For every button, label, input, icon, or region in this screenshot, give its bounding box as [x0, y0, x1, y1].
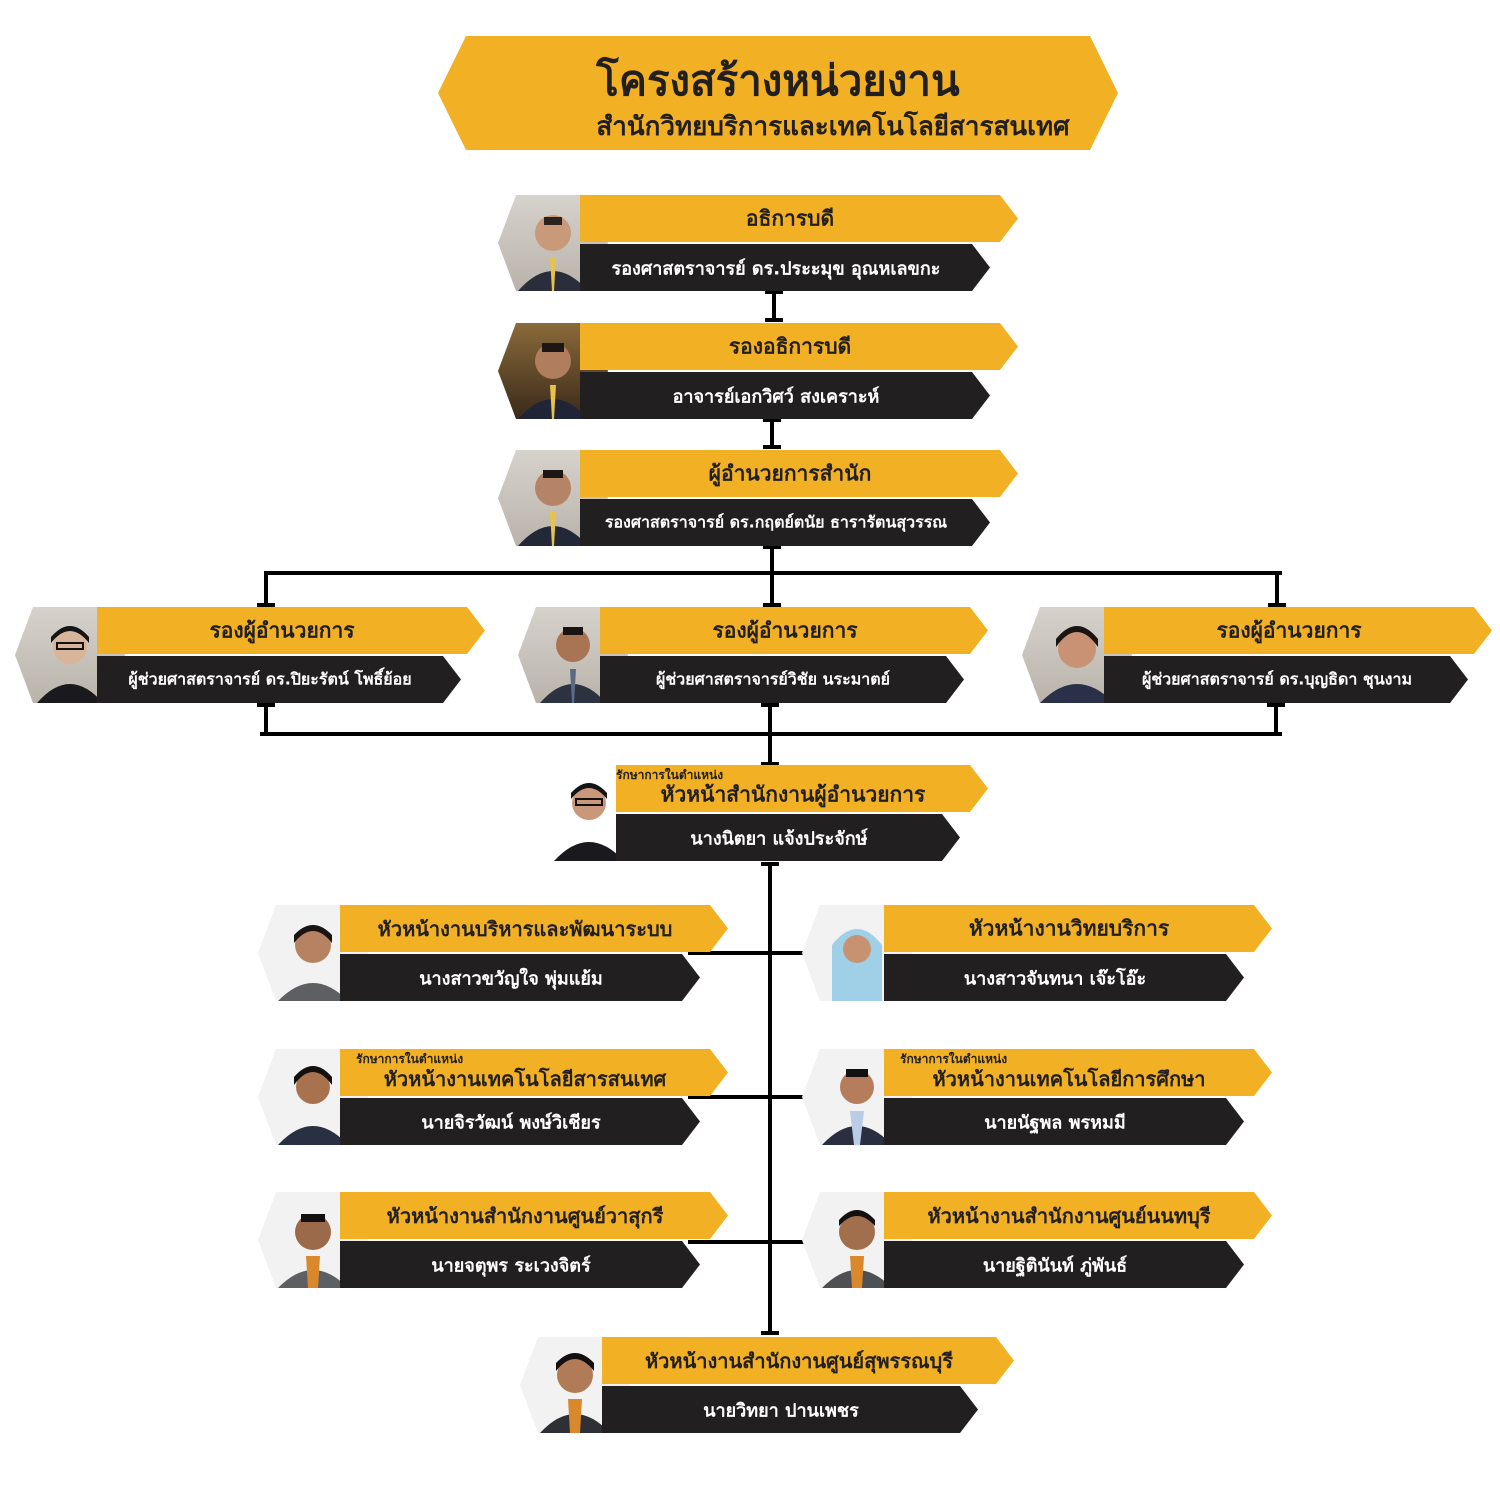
- card-admin-dev: หัวหน้างานบริหารและพัฒนาระบบ นางสาวขวัญใ…: [258, 905, 728, 1001]
- acting-label: รักษาการในตำแหน่ง: [900, 1052, 1008, 1066]
- person-name: นายจิรวัฒน์ พงษ์วิเชียร: [421, 1112, 601, 1133]
- page-title: โครงสร้างหน่วยงาน: [596, 56, 960, 105]
- person-name: นายนัฐพล พรหมมี: [984, 1112, 1126, 1133]
- role-banner: หัวหน้างานสำนักงานศูนย์สุพรรณบุรี: [602, 1337, 1014, 1384]
- role-title: รองผู้อำนวยการ: [712, 618, 858, 642]
- role-title: อธิการบดี: [745, 206, 835, 230]
- name-banner: นายวิทยา ปานเพชร: [602, 1386, 978, 1433]
- role-title: หัวหน้างานเทคโนโลยีการศึกษา: [932, 1067, 1206, 1091]
- role-banner: อธิการบดี: [580, 195, 1018, 242]
- role-banner: รองผู้อำนวยการ: [97, 607, 485, 654]
- card-edtech: รักษาการในตำแหน่ง หัวหน้างานเทคโนโลยีการ…: [802, 1049, 1272, 1145]
- portrait-photo: [534, 765, 644, 861]
- name-banner: ผู้ช่วยศาสตราจารย์ ดร.บุญธิดา ชุนงาม: [1104, 656, 1468, 703]
- role-title: หัวหน้างานสำนักงานศูนย์วาสุกรี: [386, 1203, 664, 1228]
- title-banner: โครงสร้างหน่วยงาน สำนักวิทยบริการและเทคโ…: [438, 36, 1118, 150]
- person-name: นายวิทยา ปานเพชร: [703, 1400, 859, 1421]
- card-it: รักษาการในตำแหน่ง หัวหน้างานเทคโนโลยีสาร…: [258, 1049, 728, 1145]
- card-deputy-center: รองผู้อำนวยการ ผู้ช่วยศาสตราจารย์วิชัย น…: [518, 607, 988, 703]
- card-suphanburi: หัวหน้างานสำนักงานศูนย์สุพรรณบุรี นายวิท…: [520, 1337, 1014, 1433]
- role-banner: รองผู้อำนวยการ: [1104, 607, 1492, 654]
- role-title: รองผู้อำนวยการ: [209, 618, 355, 642]
- card-vice-president: รองอธิการบดี อาจารย์เอกวิศว์ สงเคราะห์: [498, 323, 1018, 419]
- role-banner: หัวหน้างานสำนักงานศูนย์วาสุกรี: [340, 1192, 728, 1239]
- card-office-head: รักษาการในตำแหน่ง หัวหน้าสำนักงานผู้อำนว…: [534, 765, 994, 861]
- person-name: รองศาสตราจารย์ ดร.กฤตย์ตนัย ธารารัตนสุวร…: [604, 512, 948, 531]
- person-name: ผู้ช่วยศาสตราจารย์วิชัย นระมาตย์: [655, 669, 890, 688]
- role-title: หัวหน้างานบริหารและพัฒนาระบบ: [377, 916, 673, 941]
- role-banner: ผู้อำนวยการสำนัก: [580, 450, 1018, 497]
- name-banner: นางสาวขวัญใจ พุ่มแย้ม: [340, 954, 700, 1001]
- name-banner: นายจตุพร ระเวงจิตร์: [340, 1241, 700, 1288]
- role-title: หัวหน้างานสำนักงานศูนย์นนทบุรี: [927, 1203, 1211, 1228]
- role-banner: รองอธิการบดี: [580, 323, 1018, 370]
- card-president: อธิการบดี รองศาสตราจารย์ ดร.ประะมุข อุณห…: [498, 195, 1018, 291]
- role-title: หัวหน้างานวิทยบริการ: [968, 916, 1170, 940]
- name-banner: รองศาสตราจารย์ ดร.ประะมุข อุณหเลขกะ: [580, 244, 990, 291]
- card-deputy-left: รองผู้อำนวยการ ผู้ช่วยศาสตราจารย์ ดร.ปิย…: [15, 607, 485, 703]
- role-banner: รองผู้อำนวยการ: [600, 607, 988, 654]
- card-nonthaburi: หัวหน้างานสำนักงานศูนย์นนทบุรี นายฐิตินั…: [802, 1192, 1272, 1288]
- name-banner: นายฐิตินันท์ ภู่พันธ์: [884, 1241, 1244, 1288]
- name-banner: ผู้ช่วยศาสตราจารย์วิชัย นระมาตย์: [600, 656, 964, 703]
- person-name: ผู้ช่วยศาสตราจารย์ ดร.บุญธิดา ชุนงาม: [1141, 669, 1413, 688]
- card-director: ผู้อำนวยการสำนัก รองศาสตราจารย์ ดร.กฤตย์…: [498, 450, 1018, 546]
- person-name: นายจตุพร ระเวงจิตร์: [431, 1255, 591, 1276]
- name-banner: นางสาวจันทนา เจ๊ะโอ๊ะ: [884, 954, 1244, 1001]
- name-banner: อาจารย์เอกวิศว์ สงเคราะห์: [580, 372, 990, 419]
- role-title: หัวหน้างานสำนักงานศูนย์สุพรรณบุรี: [644, 1348, 953, 1373]
- role-title: หัวหน้างานเทคโนโลยีสารสนเทศ: [383, 1067, 667, 1091]
- role-banner: หัวหน้างานบริหารและพัฒนาระบบ: [340, 905, 728, 952]
- name-banner: ผู้ช่วยศาสตราจารย์ ดร.ปิยะรัตน์ โพธิ์ย้อ…: [97, 656, 461, 703]
- person-name: รองศาสตราจารย์ ดร.ประะมุข อุณหเลขกะ: [611, 258, 941, 279]
- role-title: รองอธิการบดี: [728, 334, 852, 358]
- person-name: ผู้ช่วยศาสตราจารย์ ดร.ปิยะรัตน์ โพธิ์ย้อ…: [128, 669, 412, 688]
- name-banner: นายนัฐพล พรหมมี: [884, 1098, 1244, 1145]
- acting-label: รักษาการในตำแหน่ง: [616, 768, 724, 782]
- portrait-photo: [802, 1192, 912, 1288]
- role-banner: รักษาการในตำแหน่ง หัวหน้างานเทคโนโลยีสาร…: [340, 1049, 728, 1096]
- person-name: นางสาวขวัญใจ พุ่มแย้ม: [419, 968, 603, 989]
- person-name: นางนิตยา แจ้งประจักษ์: [690, 828, 868, 849]
- card-deputy-right: รองผู้อำนวยการ ผู้ช่วยศาสตราจารย์ ดร.บุญ…: [1022, 607, 1492, 703]
- role-banner: รักษาการในตำแหน่ง หัวหน้าสำนักงานผู้อำนว…: [616, 765, 988, 812]
- role-title: หัวหน้าสำนักงานผู้อำนวยการ: [660, 782, 926, 807]
- role-title: รองผู้อำนวยการ: [1216, 618, 1362, 642]
- name-banner: นางนิตยา แจ้งประจักษ์: [616, 814, 960, 861]
- name-banner: นายจิรวัฒน์ พงษ์วิเชียร: [340, 1098, 700, 1145]
- card-academic-service: หัวหน้างานวิทยบริการ นางสาวจันทนา เจ๊ะโอ…: [802, 905, 1272, 1001]
- role-title: ผู้อำนวยการสำนัก: [708, 461, 872, 485]
- card-wasukri: หัวหน้างานสำนักงานศูนย์วาสุกรี นายจตุพร …: [258, 1192, 728, 1288]
- person-name: อาจารย์เอกวิศว์ สงเคราะห์: [672, 386, 880, 407]
- role-banner: หัวหน้างานสำนักงานศูนย์นนทบุรี: [884, 1192, 1272, 1239]
- person-name: นายฐิตินันท์ ภู่พันธ์: [982, 1255, 1128, 1276]
- page-subtitle: สำนักวิทยบริการและเทคโนโลยีสารสนเทศ: [596, 112, 1070, 142]
- role-banner: รักษาการในตำแหน่ง หัวหน้างานเทคโนโลยีการ…: [884, 1049, 1272, 1096]
- person-name: นางสาวจันทนา เจ๊ะโอ๊ะ: [963, 968, 1147, 989]
- role-banner: หัวหน้างานวิทยบริการ: [884, 905, 1272, 952]
- acting-label: รักษาการในตำแหน่ง: [356, 1052, 464, 1066]
- name-banner: รองศาสตราจารย์ ดร.กฤตย์ตนัย ธารารัตนสุวร…: [580, 499, 990, 546]
